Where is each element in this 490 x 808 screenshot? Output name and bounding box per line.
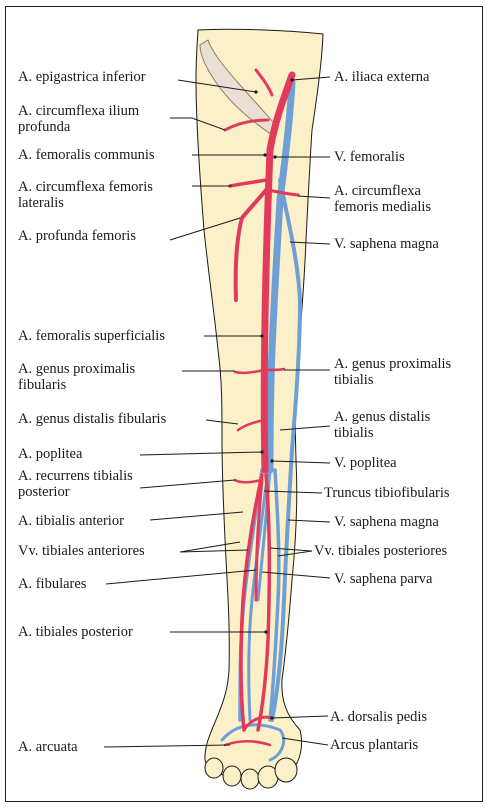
- arrow-tip: [254, 90, 257, 93]
- a-genus-prox-tib: [266, 369, 284, 370]
- label-circumflexa-femoris-lat-2: lateralis: [18, 196, 64, 211]
- label-epigastrica-inferior: A. epigastrica inferior: [18, 70, 146, 85]
- label-saphena-parva: V. saphena parva: [334, 572, 432, 587]
- toe-1: [205, 758, 223, 778]
- label-genus-proximalis-tib-2: tibialis: [334, 373, 373, 388]
- label-arcus-plantaris: Arcus plantaris: [330, 738, 418, 753]
- label-genus-distalis-fibularis: A. genus distalis fibularis: [18, 412, 166, 427]
- label-vv-tibiales-anteriores: Vv. tibiales anteriores: [18, 544, 145, 559]
- arrow-tip: [260, 450, 263, 453]
- arrow-tip: [290, 78, 293, 81]
- label-genus-proximalis-tib-1: A. genus proximalis: [334, 357, 451, 372]
- label-circumflexa-femoris-med-2: femoris medialis: [334, 200, 431, 215]
- label-tibiales-posterior: A. tibiales posterior: [18, 625, 133, 640]
- arrow-tip: [270, 459, 273, 462]
- toe-2: [223, 766, 241, 786]
- label-v-femoralis: V. femoralis: [334, 150, 405, 165]
- label-circumflexa-ilium-1: A. circumflexa ilium: [18, 104, 139, 119]
- toe-3: [241, 769, 259, 789]
- label-dorsalis-pedis: A. dorsalis pedis: [330, 710, 427, 725]
- arrow-tip: [270, 716, 273, 719]
- label-recurrens-tibialis-1: A. recurrens tibialis: [18, 469, 133, 484]
- label-circumflexa-ilium-2: profunda: [18, 120, 70, 135]
- arrow-tip: [273, 155, 276, 158]
- label-genus-proximalis-fib-2: fibularis: [18, 378, 66, 393]
- label-poplitea: A. poplitea: [18, 447, 82, 462]
- leader-recurrens: [140, 480, 235, 488]
- label-circumflexa-femoris-med-1: A. circumflexa: [334, 184, 421, 199]
- toe-5: [275, 758, 297, 782]
- label-truncus-tibiofibularis: Truncus tibiofibularis: [324, 486, 450, 501]
- arrow-tip: [260, 334, 263, 337]
- label-saphena-magna-upper: V. saphena magna: [334, 237, 439, 252]
- label-genus-distalis-tib-2: tibialis: [334, 426, 373, 441]
- label-genus-proximalis-fib-1: A. genus proximalis: [18, 362, 135, 377]
- leg-outline: [196, 29, 323, 778]
- label-recurrens-tibialis-2: posterior: [18, 485, 70, 500]
- label-iliaca-externa: A. iliaca externa: [334, 70, 429, 85]
- label-v-poplitea: V. poplitea: [334, 456, 397, 471]
- label-arcuata: A. arcuata: [18, 740, 78, 755]
- label-femoralis-superficialis: A. femoralis superficialis: [18, 329, 165, 344]
- label-genus-distalis-tib-1: A. genus distalis: [334, 410, 430, 425]
- label-profunda-femoris: A. profunda femoris: [18, 229, 136, 244]
- label-vv-tibiales-posteriores: Vv. tibiales posteriores: [314, 544, 447, 559]
- label-saphena-magna-lower: V. saphena magna: [334, 515, 439, 530]
- label-fibulares: A. fibulares: [18, 577, 86, 592]
- label-tibialis-anterior: A. tibialis anterior: [18, 514, 124, 529]
- arrow-tip: [263, 153, 266, 156]
- label-femoralis-communis: A. femoralis communis: [18, 148, 155, 163]
- label-circumflexa-femoris-lat-1: A. circumflexa femoris: [18, 180, 153, 195]
- arrow-tip: [264, 630, 267, 633]
